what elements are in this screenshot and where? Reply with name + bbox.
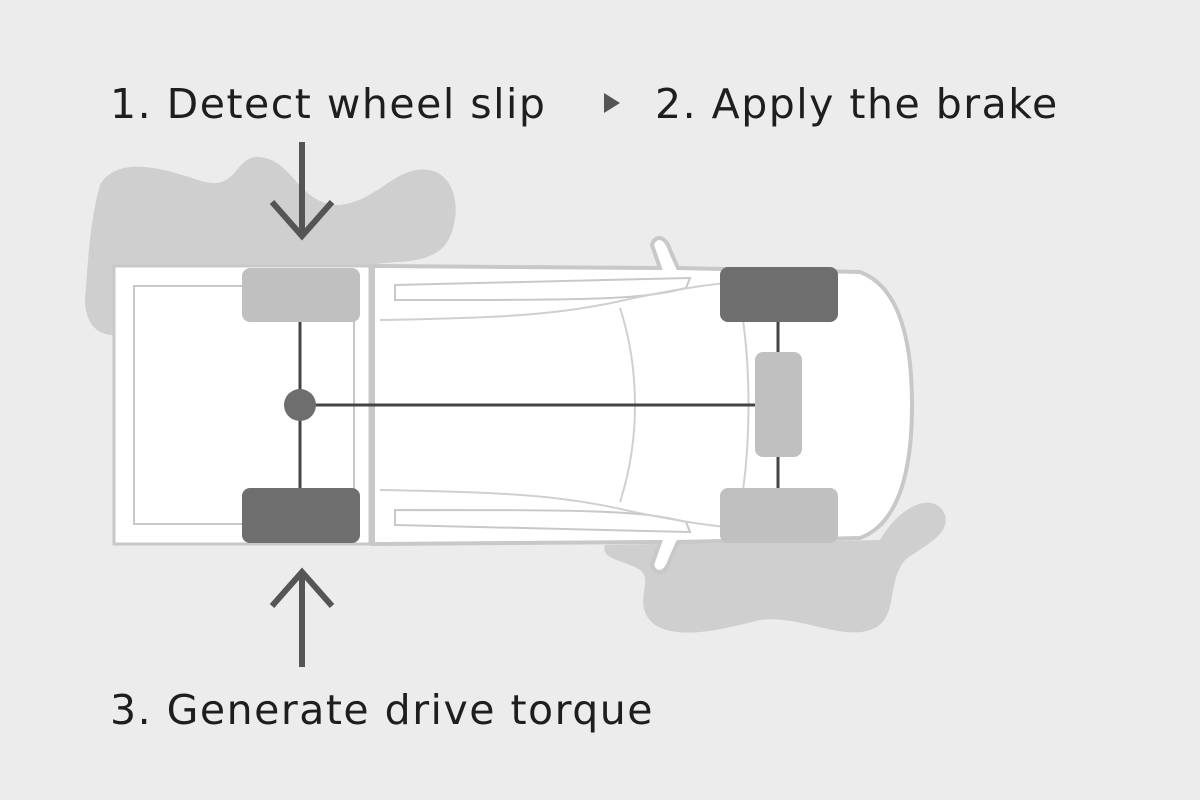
front-differential: [755, 352, 802, 457]
play-triangle-icon: [604, 93, 620, 113]
arrow-up-icon: [269, 567, 335, 667]
puddle-front-right: [604, 502, 946, 633]
step-3-label: 3. Generate drive torque: [110, 686, 654, 734]
roof-line-bottom: [379, 489, 741, 529]
wheel-front-left-braked: [720, 267, 838, 322]
wheel-rear-right-driving: [242, 488, 360, 543]
roof-line-top: [379, 281, 741, 321]
step-1-label: 1. Detect wheel slip: [110, 80, 547, 128]
rear-differential: [284, 389, 316, 421]
wheel-front-right: [720, 488, 838, 543]
arrow-down-icon: [269, 142, 335, 241]
puddle-rear-left: [85, 156, 456, 335]
wheel-rear-left-slipping: [242, 268, 360, 322]
step-2-label: 2. Apply the brake: [655, 80, 1059, 128]
